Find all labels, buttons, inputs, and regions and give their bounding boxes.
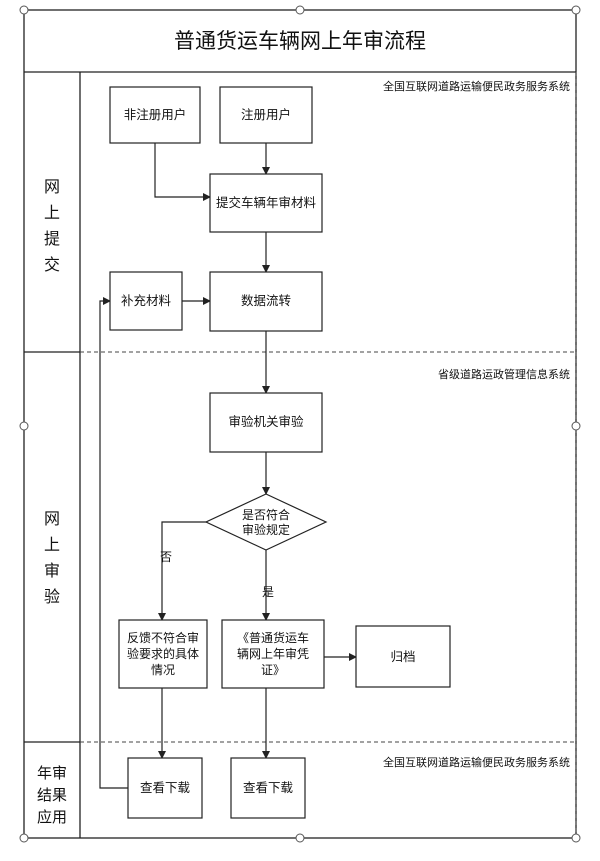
- edge-unregistered-to-submit: [154, 143, 211, 201]
- resize-handle[interactable]: [19, 5, 29, 15]
- node-label: 是否符合审验规定: [242, 507, 290, 537]
- node-label: 数据流转: [241, 293, 291, 308]
- node-label: 非注册用户: [124, 107, 187, 122]
- lane-label-review: 网上审验: [44, 509, 60, 606]
- node-unregistered-user: 非注册用户: [109, 86, 201, 144]
- system-label-apply: 全国互联网道路运输便民政务服务系统: [383, 755, 570, 769]
- node-view-download-1: 查看下载: [127, 757, 203, 819]
- node-label: 查看下载: [140, 780, 191, 795]
- edge-download-to-supplement: [99, 297, 128, 789]
- node-feedback: 反馈不符合审验要求的具体情况: [118, 619, 208, 689]
- node-data-transfer: 数据流转: [209, 271, 323, 332]
- resize-handle[interactable]: [295, 833, 305, 843]
- resize-handle[interactable]: [295, 5, 305, 15]
- node-registered-user: 注册用户: [219, 86, 313, 144]
- node-view-download-2: 查看下载: [230, 757, 306, 819]
- node-label: 反馈不符合审验要求的具体情况: [127, 630, 199, 677]
- node-label: 提交车辆年审材料: [216, 195, 317, 210]
- node-label: 注册用户: [241, 107, 291, 122]
- page-title: 普通货运车辆网上年审流程: [174, 29, 426, 53]
- resize-handle[interactable]: [19, 421, 29, 431]
- lane-label-apply: 年审结果应用: [37, 764, 67, 826]
- resize-handle[interactable]: [571, 833, 581, 843]
- edge-label-yes: 是: [262, 585, 274, 599]
- node-authority-review: 审验机关审验: [209, 392, 323, 453]
- node-certificate: 《普通货运车辆网上年审凭证》: [221, 619, 325, 689]
- edge-decision-no: [158, 521, 206, 621]
- system-label-review: 省级道路运政管理信息系统: [438, 367, 570, 381]
- lane-label-submit: 网上提交: [44, 177, 60, 274]
- node-label: 查看下载: [243, 780, 294, 795]
- node-label: 《普通货运车辆网上年审凭证》: [237, 630, 309, 677]
- node-label: 归档: [390, 649, 415, 664]
- node-label: 审验机关审验: [228, 414, 304, 429]
- edge-label-no: 否: [160, 550, 172, 564]
- node-label: 补充材料: [121, 293, 172, 308]
- node-archive: 归档: [355, 625, 451, 688]
- resize-handle[interactable]: [19, 833, 29, 843]
- system-label-submit: 全国互联网道路运输便民政务服务系统: [383, 79, 570, 93]
- node-submit-materials: 提交车辆年审材料: [209, 173, 323, 233]
- node-decision: 是否符合审验规定: [204, 493, 328, 551]
- resize-handle[interactable]: [571, 421, 581, 431]
- resize-handle[interactable]: [571, 5, 581, 15]
- node-supplement-materials: 补充材料: [109, 271, 183, 331]
